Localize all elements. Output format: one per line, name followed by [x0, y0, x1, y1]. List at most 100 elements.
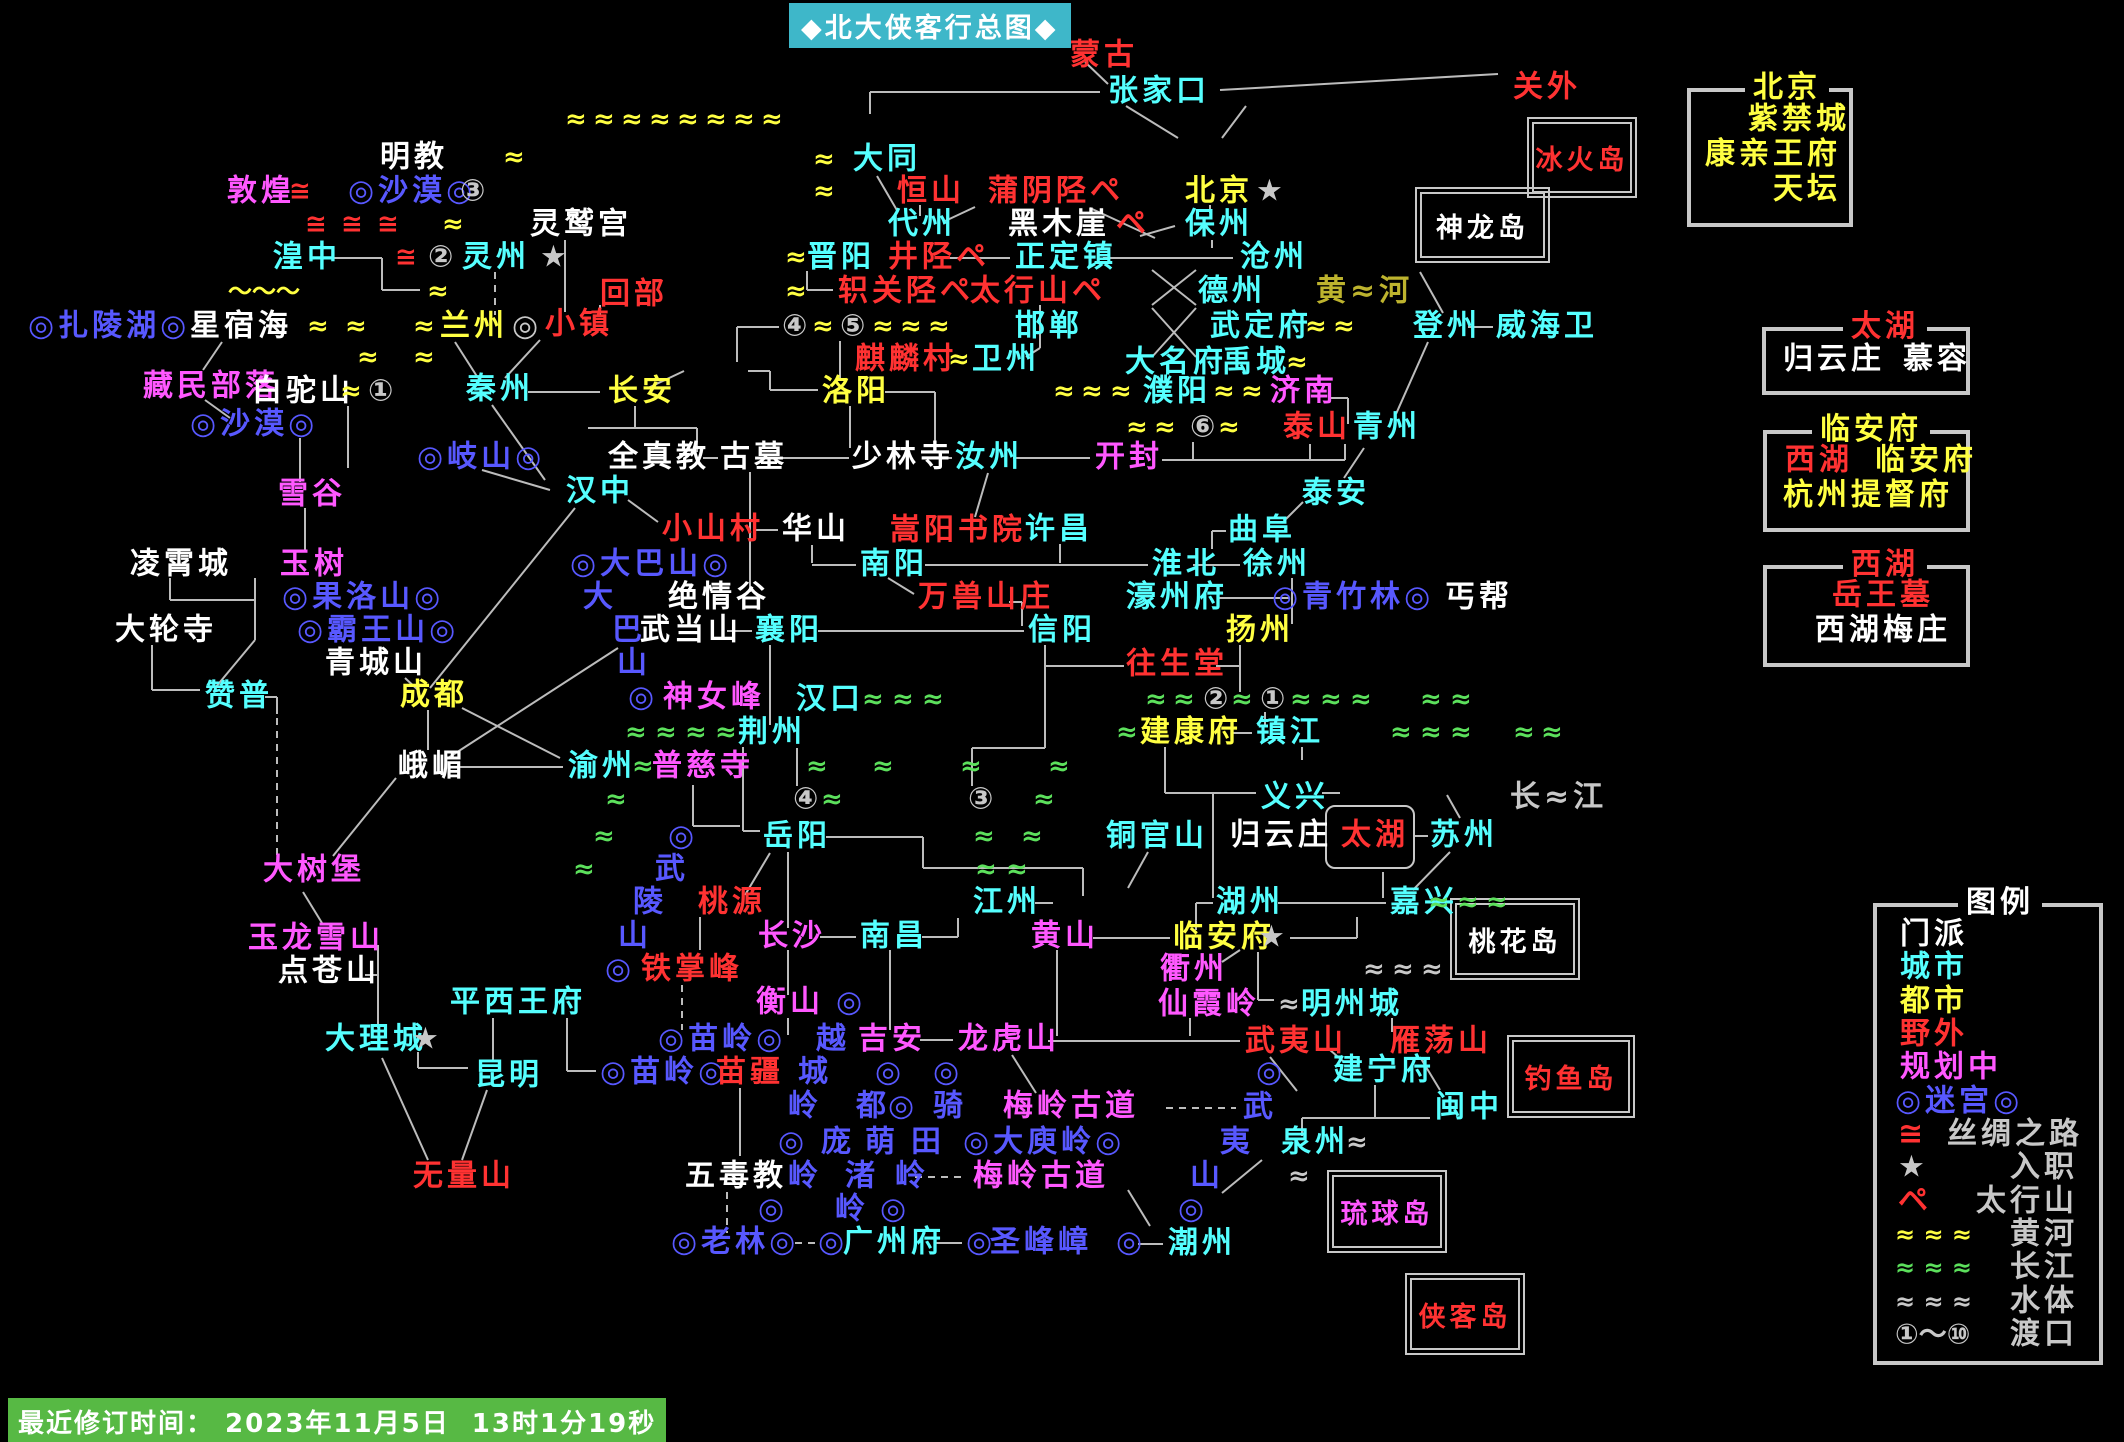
map-label: 大理城 — [325, 1021, 427, 1057]
map-label: ① — [368, 373, 398, 409]
map-label: 往生堂 — [1126, 646, 1228, 682]
map-label: 西湖 — [1785, 442, 1853, 478]
map-label: ④ — [793, 781, 823, 817]
map-label: 无量山 — [413, 1158, 515, 1194]
map-label: ≅ — [377, 209, 403, 240]
map-label: 绝情谷 — [668, 579, 770, 615]
map-label: ≈ — [1154, 412, 1180, 443]
map-label: 门派 — [1900, 916, 1968, 952]
map-label: 井陉ペ — [888, 239, 990, 275]
map-label: 夷 — [1220, 1124, 1254, 1160]
island-box-diaoyudao-label: 钓鱼岛 — [1524, 1064, 1618, 1095]
map-label: 禹城 — [1222, 344, 1290, 380]
map-label: 太行山ペ — [970, 273, 1106, 309]
map-connector — [1025, 347, 1041, 358]
map-label: 天坛 — [1773, 171, 1841, 207]
map-label: ≈ — [1278, 989, 1304, 1020]
map-label: 张家口 — [1108, 73, 1210, 109]
map-label: ◎ — [512, 308, 543, 344]
map-label: ≅ — [305, 209, 331, 240]
map-label: ≈ — [605, 784, 631, 815]
map-label: 岭 — [895, 1158, 929, 1194]
island-box-taohuadao-label: 桃花岛 — [1468, 926, 1562, 958]
map-label: ≈ — [806, 751, 832, 782]
map-label: 岭 — [835, 1191, 869, 1227]
map-box-taihu — [1325, 805, 1415, 869]
map-connector — [1395, 341, 1429, 415]
map-label: ≈ — [1513, 717, 1539, 748]
map-label: ≈ ≈ ≈ — [1895, 1253, 1973, 1282]
map-label: 秦州 — [466, 371, 534, 407]
map-label: ≈ — [813, 144, 839, 175]
map-label: 康亲王府 — [1705, 136, 1841, 172]
map-label: ◎扎陵湖◎ — [28, 308, 191, 344]
map-label: 恒山 — [897, 173, 965, 209]
info-box-linanfu-title: 临安府 — [1812, 412, 1930, 448]
map-label: ≅ — [341, 209, 367, 240]
map-label: 濠州府 — [1126, 579, 1228, 615]
map-connector — [887, 577, 915, 595]
map-label: 许昌 — [1025, 511, 1093, 547]
map-label: ≈ — [593, 104, 619, 135]
map-label: ≈ — [345, 311, 371, 342]
map-label: ≈ — [1390, 717, 1416, 748]
map-label: 丝绸之路 — [1947, 1116, 2083, 1152]
map-label: 灵鹫宫 — [530, 206, 632, 242]
map-label: ≈ — [785, 242, 811, 273]
city-box-beijing-title: 北京 — [1745, 70, 1829, 106]
island-box-liuqiudao-label: 琉球岛 — [1340, 1199, 1434, 1230]
map-connector — [1269, 1056, 1298, 1092]
map-label: 衢州 — [1160, 951, 1228, 987]
map-label: ◎岐山◎ — [417, 439, 546, 475]
map-label: 入职 — [2010, 1149, 2078, 1185]
map-label: 山 — [618, 918, 652, 954]
map-label: ◎老林◎ — [671, 1224, 800, 1260]
map-label: ≈ — [1116, 717, 1142, 748]
map-label: ≈ — [973, 821, 999, 852]
map-connector — [504, 339, 541, 379]
island-box-liuqiudao: 琉球岛 — [1327, 1170, 1447, 1253]
map-label: 威海卫 — [1496, 308, 1598, 344]
map-connector — [1221, 949, 1241, 963]
map-label: 水体 — [2010, 1283, 2078, 1319]
map-label: 敦煌 — [227, 173, 295, 209]
island-box-xiakedao: 侠客岛 — [1405, 1273, 1525, 1355]
map-label: 济南 — [1270, 373, 1338, 409]
map-connector — [1446, 794, 1461, 819]
map-label: ◎ — [933, 1054, 964, 1090]
map-label: 武定府 — [1210, 308, 1312, 344]
map-connector — [1127, 1189, 1151, 1227]
map-label: 万兽山庄 — [918, 579, 1054, 615]
map-label: 杭州提督府 — [1783, 477, 1953, 513]
map-label: ≈ — [785, 276, 811, 307]
map-label: 全真教 — [608, 439, 710, 475]
map-label: 泰山 — [1283, 409, 1351, 445]
map-label: 普慈寺 — [652, 748, 754, 784]
island-box-binghuodao: 冰火岛 — [1527, 117, 1637, 198]
map-label: 淮北 — [1152, 546, 1220, 582]
map-label: ≈ — [1218, 412, 1244, 443]
map-connector — [1125, 105, 1179, 139]
map-label: 吉安 — [858, 1021, 926, 1057]
map-label: ≅ — [395, 242, 421, 273]
map-label: 都市 — [1900, 983, 1968, 1019]
map-label: 昆明 — [475, 1057, 543, 1093]
map-label: 泉州 — [1281, 1124, 1349, 1160]
map-label: ④ — [782, 308, 812, 344]
map-label: 西湖梅庄 — [1815, 612, 1951, 648]
map-label: ≈ — [677, 104, 703, 135]
map-label: ≈ — [1450, 717, 1476, 748]
map-label: 古墓 — [720, 439, 788, 475]
map-label: ≈ — [427, 276, 453, 307]
map-connector — [1011, 1054, 1037, 1094]
map-connector — [1127, 851, 1149, 889]
map-label: ≈ — [1286, 347, 1312, 378]
map-connector — [1219, 73, 1499, 91]
map-label: ≈ — [1231, 684, 1257, 715]
map-label: 保州 — [1185, 206, 1253, 242]
map-label: ◎ — [1178, 1191, 1209, 1227]
map-label: ≈ — [812, 311, 838, 342]
map-label: ≈ — [892, 684, 918, 715]
map-label: 规划中 — [1900, 1049, 2002, 1085]
map-label: 沧州 — [1240, 239, 1308, 275]
